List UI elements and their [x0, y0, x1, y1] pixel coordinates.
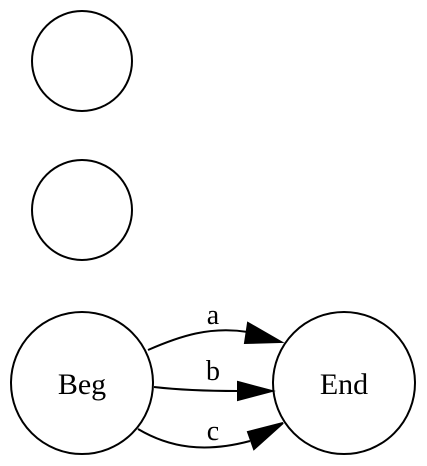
edge-c-label: c	[207, 416, 219, 447]
node-empty-2	[31, 159, 133, 261]
node-beg: Beg	[10, 311, 154, 455]
edge-a-arrowhead	[243, 321, 285, 345]
edge-b-label: b	[206, 356, 220, 387]
node-empty-1-circle	[31, 10, 133, 112]
edge-c: c	[137, 416, 284, 451]
edge-a-label: a	[207, 300, 220, 331]
edge-b-path	[153, 386, 239, 392]
node-end-circle	[272, 311, 416, 455]
edge-a-path	[147, 329, 249, 351]
edge-a: a	[147, 300, 285, 351]
node-beg-circle	[10, 311, 154, 455]
node-end: End	[272, 311, 416, 455]
node-empty-1	[31, 10, 133, 112]
node-beg-label: Beg	[58, 368, 106, 401]
edge-b: b	[153, 356, 276, 402]
edge-c-path	[137, 428, 251, 449]
node-end-label: End	[320, 368, 368, 401]
edge-b-arrowhead	[237, 380, 276, 402]
edge-c-arrowhead	[246, 422, 284, 451]
node-empty-2-circle	[31, 159, 133, 261]
